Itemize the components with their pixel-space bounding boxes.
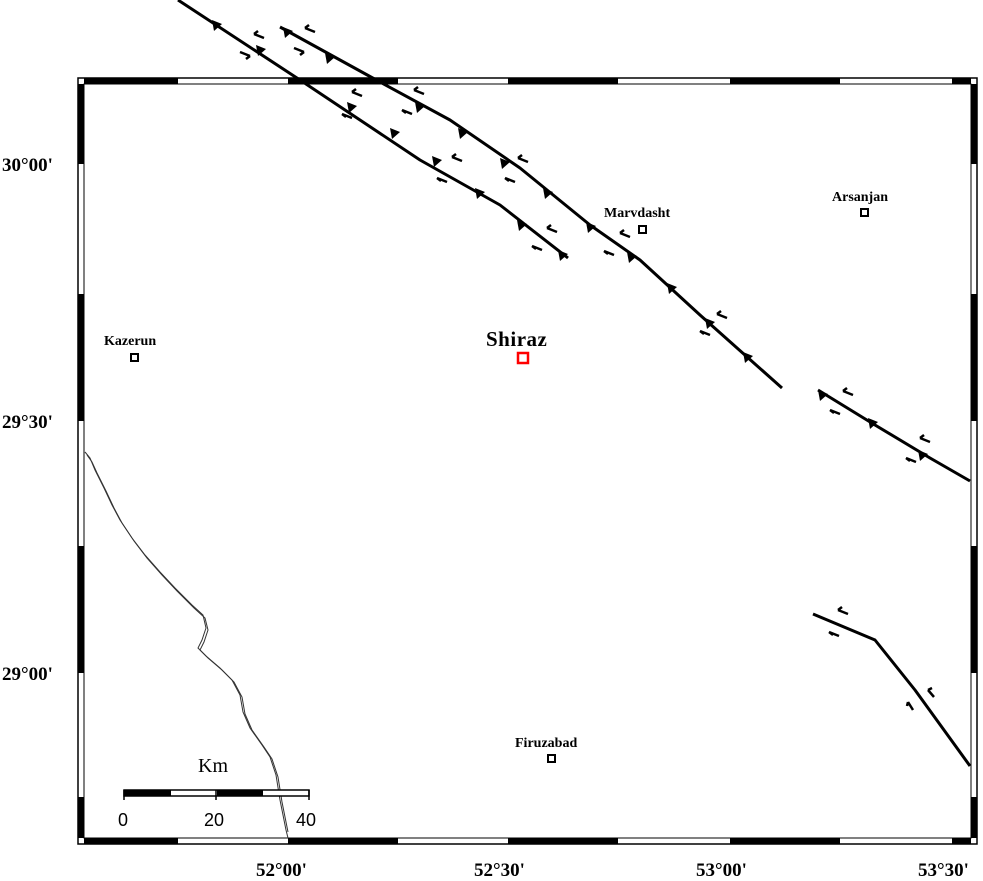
lat-axis-labels: 30°00' 29°30' 29°00'	[2, 155, 53, 685]
scale-unit-label: Km	[198, 755, 228, 777]
lon-label-52-30: 52°30'	[474, 860, 525, 881]
fault-line-southeast	[812, 612, 972, 767]
city-label-arsanjan: Arsanjan	[832, 190, 888, 205]
city-arsanjan: Arsanjan	[832, 190, 888, 217]
thrust-teeth	[212, 20, 928, 461]
city-label-marvdasht: Marvdasht	[604, 206, 670, 221]
lon-axis-labels: 52°00' 52°30' 53°00' 53°30'	[256, 860, 969, 881]
city-label-kazerun: Kazerun	[104, 334, 156, 349]
city-kazerun: Kazerun	[104, 334, 156, 362]
scale-label-40: 40	[296, 810, 316, 830]
lat-label-29-30: 29°30'	[2, 412, 53, 433]
scale-label-20: 20	[204, 810, 224, 830]
fault-line-north-2	[279, 25, 783, 390]
map-frame	[77, 77, 978, 845]
fault-line-east-1	[817, 388, 971, 483]
lon-label-52-00: 52°00'	[256, 860, 307, 881]
scale-bar: Km 0 20 40	[118, 755, 316, 830]
capital-label-shiraz: Shiraz	[486, 327, 547, 351]
scale-label-0: 0	[118, 810, 128, 830]
lat-label-29-00: 29°00'	[2, 664, 53, 685]
city-label-firuzabad: Firuzabad	[515, 736, 577, 751]
city-marvdasht: Marvdasht	[604, 206, 670, 234]
city-shiraz: Shiraz	[486, 327, 547, 365]
strike-slip-arrows	[239, 24, 935, 711]
lat-label-30-00: 30°00'	[2, 155, 53, 176]
city-firuzabad: Firuzabad	[515, 736, 577, 763]
lon-label-53-30: 53°30'	[918, 860, 969, 881]
lon-label-53-00: 53°00'	[696, 860, 747, 881]
coastline	[84, 451, 289, 839]
